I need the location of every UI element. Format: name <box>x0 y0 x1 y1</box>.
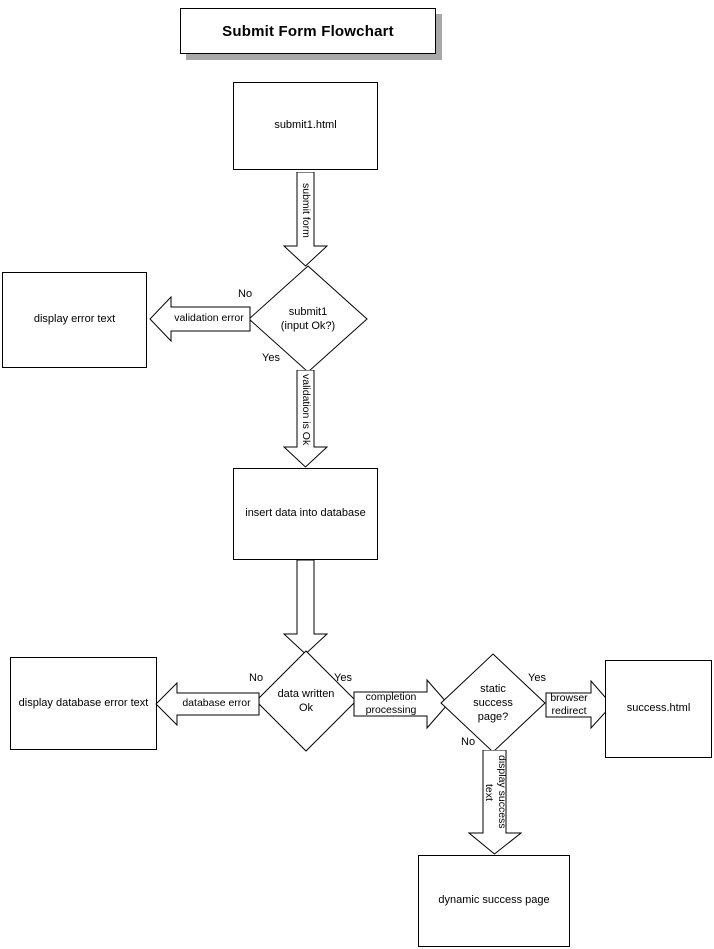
edge-label-static-success-yes: Yes <box>528 672 546 684</box>
arrow-display-success-text: display success text <box>468 750 522 855</box>
edge-label-data-written-yes: Yes <box>334 672 352 684</box>
arrow-validation-error: validation error <box>149 296 251 342</box>
arrow-database-error: database error <box>155 682 260 726</box>
decision-data-written[interactable]: data written Ok <box>255 650 357 752</box>
edge-label-data-written-no: No <box>249 672 264 684</box>
node-dynamic-success-page[interactable]: dynamic success page <box>418 855 570 947</box>
node-display-error-text[interactable]: display error text <box>2 272 147 368</box>
edge-label-static-success-no: No <box>461 736 476 748</box>
node-success-page[interactable]: success.html <box>605 660 712 758</box>
edge-label-validation-no: No <box>238 288 253 300</box>
node-submit-page[interactable]: submit1.html <box>233 82 378 170</box>
arrow-completion-processing: completion processing <box>353 678 449 730</box>
decision-static-success[interactable]: static success page? <box>440 653 546 753</box>
node-insert-data[interactable]: insert data into database <box>233 468 378 560</box>
arrow-submit-form: submit form <box>283 172 328 267</box>
node-display-database-error-text[interactable]: display database error text <box>10 657 157 750</box>
arrow-validation-is-ok: validation is Ok <box>283 370 328 468</box>
diagram-title: Submit Form Flowchart <box>180 8 436 54</box>
arrow-browser-redirect: browser redirect <box>545 680 613 730</box>
edge-label-validation-yes: Yes <box>262 352 280 364</box>
arrow-insert-to-check <box>283 560 328 655</box>
